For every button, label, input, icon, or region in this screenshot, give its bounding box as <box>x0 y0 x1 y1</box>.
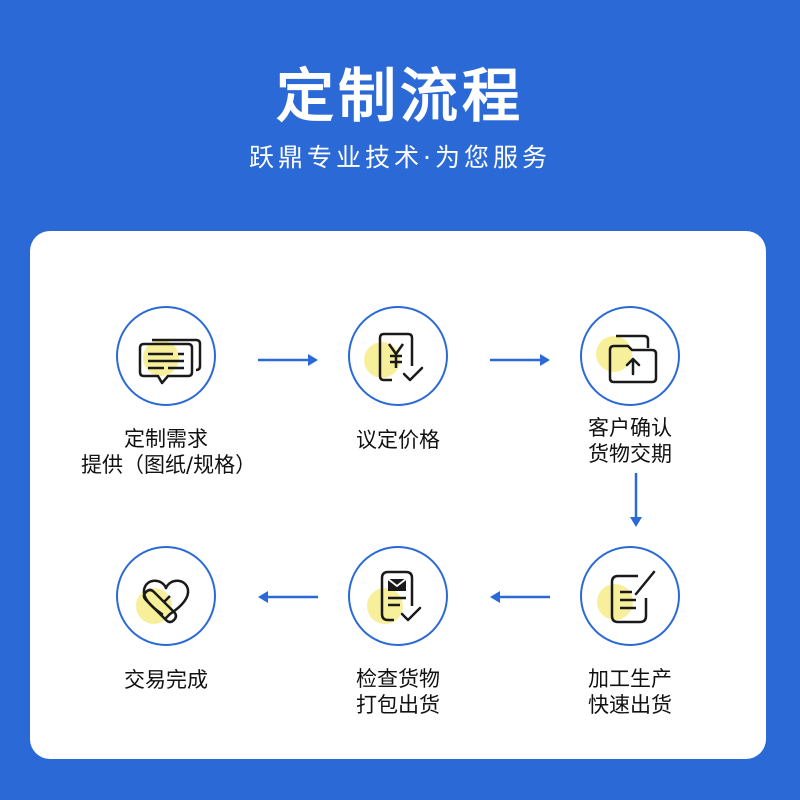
step-3-circle <box>580 306 680 406</box>
process-card: 定制需求 提供（图纸/规格） 议定价格 客户确认 货物交期 <box>30 231 766 759</box>
arrow-left-icon <box>258 591 318 603</box>
document-edit-icon <box>597 570 656 624</box>
arrow-right-icon <box>490 354 550 366</box>
step-5-label: 检查货物 打包出货 <box>356 667 440 717</box>
page-title: 定制流程 <box>275 62 524 130</box>
step-4-circle <box>580 546 680 646</box>
envelope-document-check-icon <box>367 570 422 624</box>
arrow-right-icon <box>258 354 318 366</box>
package-upload-icon <box>596 334 658 384</box>
step-6-label: 交易完成 <box>124 668 208 692</box>
step-5-circle <box>348 546 448 646</box>
step-6-circle <box>116 546 216 646</box>
message-chat-icon <box>138 338 202 385</box>
step-3-label: 客户确认 货物交期 <box>588 416 672 466</box>
step-2-circle <box>348 306 448 406</box>
step-4-label: 加工生产 快速出货 <box>588 667 672 717</box>
arrow-left-icon <box>490 591 550 603</box>
yen-receipt-icon <box>364 332 424 382</box>
page-subtitle: 跃鼎专业技术·为您服务 <box>249 143 551 172</box>
step-2-label: 议定价格 <box>356 428 440 452</box>
step-1-label: 定制需求 提供（图纸/规格） <box>81 427 257 477</box>
heart-handshake-icon <box>136 579 190 624</box>
arrow-down-icon <box>630 473 642 527</box>
step-1-circle <box>116 306 216 406</box>
